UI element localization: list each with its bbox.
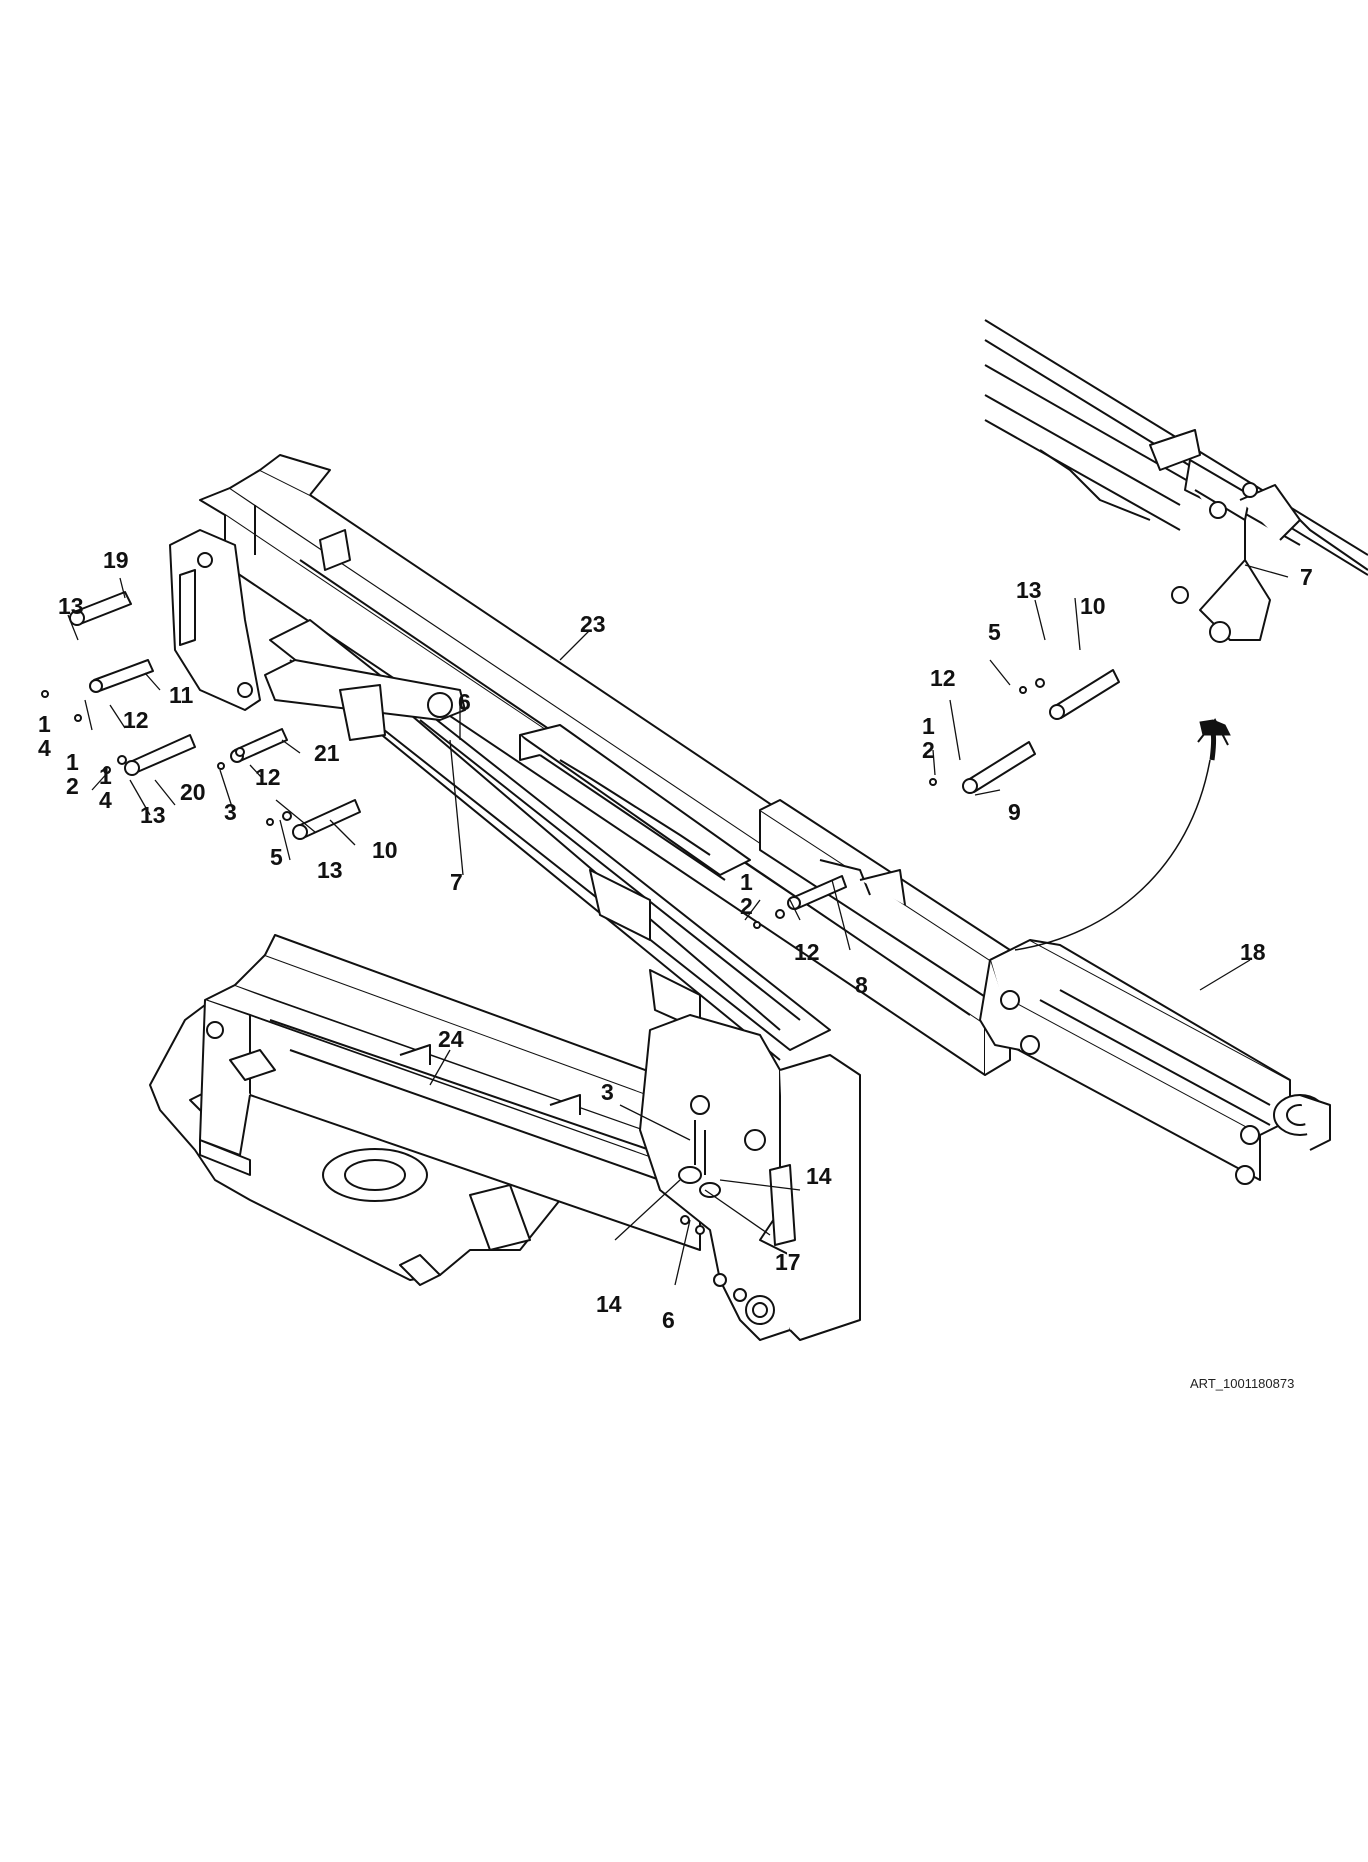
callout-5: 5 [270, 844, 283, 870]
callout-24: 24 [438, 1026, 464, 1052]
callout-20: 20 [180, 779, 206, 805]
pin-20 [125, 735, 195, 775]
callout-8: 8 [855, 972, 868, 998]
pin-11 [90, 660, 153, 692]
upright-bracket [640, 1015, 860, 1340]
detail-inset [985, 320, 1368, 642]
pin-21 [231, 729, 287, 762]
pin-10-detail [1020, 670, 1119, 719]
detail-arrow [1015, 720, 1230, 950]
callout-14: 14 [596, 1291, 622, 1317]
leader-lines [68, 565, 1288, 1285]
callout-3: 3 [224, 799, 237, 825]
pivot-pin-assembly [679, 1120, 720, 1234]
jib-assembly [980, 940, 1330, 1184]
callout-9: 9 [1008, 799, 1021, 825]
callout-10: 10 [372, 837, 398, 863]
pin-19 [70, 592, 131, 625]
lower-arm [200, 935, 730, 1250]
callout-12: 12 [794, 939, 820, 965]
callout-12: 12 [123, 707, 149, 733]
pin-10 [293, 800, 360, 839]
callout-13: 13 [1016, 577, 1042, 603]
boom-root-plate [170, 530, 260, 710]
callout-10: 10 [1080, 593, 1106, 619]
callout-3: 3 [601, 1079, 614, 1105]
art-id-label: ART_1001180873 [1190, 1376, 1295, 1391]
callout-11: 11 [169, 682, 194, 708]
callout-13: 13 [58, 593, 84, 619]
callout-12: 12 [255, 764, 281, 790]
callout-14: 1 4 [99, 763, 112, 813]
callout-2: 1 2 [922, 713, 935, 763]
callout-7: 7 [1300, 564, 1313, 590]
energy-chain [520, 725, 750, 880]
callout-14: 1 4 [38, 711, 51, 761]
pin-9-detail [930, 742, 1035, 793]
callout-13: 13 [317, 857, 343, 883]
callout-23: 23 [580, 611, 606, 637]
callout-14: 14 [806, 1163, 832, 1189]
callout-12: 12 [930, 665, 956, 691]
callout-17: 17 [775, 1249, 801, 1275]
small-fasteners-left [42, 691, 291, 825]
callout-2: 1 2 [66, 749, 79, 799]
callout-13: 13 [140, 802, 166, 828]
telescopic-tube [760, 800, 1010, 1000]
callout-21: 21 [314, 740, 340, 766]
callout-2: 1 2 [740, 869, 753, 919]
callout-6: 6 [458, 689, 471, 715]
callout-18: 18 [1240, 939, 1266, 965]
callout-5: 5 [988, 619, 1001, 645]
callout-19: 19 [103, 547, 129, 573]
callout-7: 7 [450, 869, 463, 895]
cylinder-head [265, 660, 465, 740]
callout-6: 6 [662, 1307, 675, 1333]
